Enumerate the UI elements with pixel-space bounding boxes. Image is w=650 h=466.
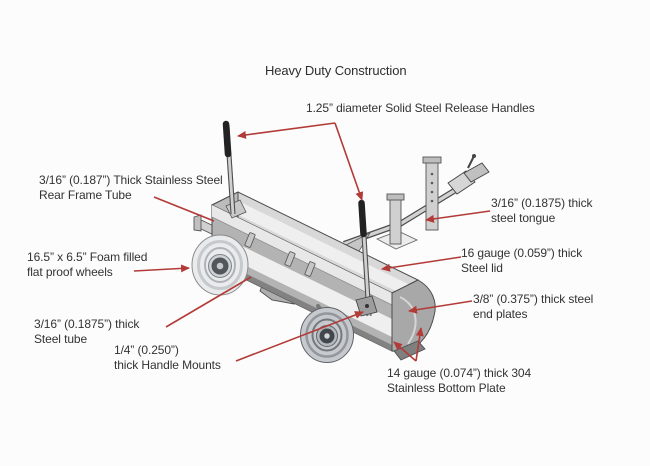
handle-grip <box>358 199 367 238</box>
leader-rear-frame-tube <box>153 196 215 222</box>
handle-grip <box>222 120 232 158</box>
hitch-socket <box>463 162 490 183</box>
hitch-lever <box>467 155 475 169</box>
hitch-lever-knob <box>472 154 476 158</box>
lid-seam <box>211 216 393 306</box>
label-bottom-plate-line2: Stainless Bottom Plate <box>387 381 506 395</box>
leader-release-handle-right <box>334 122 364 201</box>
release-handle-right <box>355 199 378 317</box>
steel-lid-edge <box>212 205 392 305</box>
jack-tube-cap <box>422 156 442 164</box>
jack-post <box>389 197 402 245</box>
label-steel-tongue: 3/16” (0.1875) thick steel tongue <box>491 196 592 226</box>
jack-hole <box>430 172 434 176</box>
leader-steel-tongue <box>425 210 491 223</box>
jack-hole <box>430 181 434 185</box>
label-bottom-plate-line1: 14 gauge (0.074”) thick 304 <box>387 366 532 380</box>
rear-hub-cap <box>323 332 331 340</box>
label-handle-mounts: 1/4” (0.250”) thick Handle Mounts <box>114 343 221 373</box>
leader-handle-mounts <box>235 311 364 362</box>
label-handle-mounts-line2: thick Handle Mounts <box>114 358 221 372</box>
body-top-highlight <box>218 198 410 291</box>
end-plate <box>391 279 436 353</box>
label-steel-tube: 3/16” (0.1875”) thick Steel tube <box>34 317 139 347</box>
jack-post-cap <box>386 193 405 201</box>
label-end-plates: 3/8” (0.375”) thick steel end plates <box>473 292 593 322</box>
annotation-lines <box>133 122 491 362</box>
leader-release-handle-left <box>237 122 336 139</box>
lid-latch <box>304 261 316 277</box>
label-foam-wheels: 16.5” x 6.5” Foam filled flat proof whee… <box>27 250 147 280</box>
leader-end-plates <box>408 300 473 314</box>
label-foam-wheels-line1: 16.5” x 6.5” Foam filled <box>27 250 148 264</box>
front-hub-cap <box>216 262 224 270</box>
label-foam-wheels-line2: flat proof wheels <box>27 265 113 279</box>
bottom-plate-corner <box>393 340 426 361</box>
label-rear-frame-line2: Rear Frame Tube <box>39 188 132 202</box>
label-release-handles: 1.25” diameter Solid Steel Release Handl… <box>306 101 535 116</box>
end-plate-highlight <box>399 296 417 345</box>
label-rear-frame-line1: 3/16” (0.187”) Thick Stainless Steel <box>39 173 223 187</box>
leader-bottom-plate-a <box>393 341 417 362</box>
leader-steel-lid <box>381 256 462 272</box>
page-title: Heavy Duty Construction <box>265 63 407 78</box>
hitch-coupler <box>447 154 490 195</box>
rear-frame-tube-end <box>193 214 202 232</box>
lid-latch <box>244 232 256 248</box>
jack-tube <box>422 156 442 231</box>
page-title-text: Heavy Duty Construction <box>265 63 407 78</box>
tire-ring <box>311 318 343 352</box>
jack-hole <box>430 190 434 194</box>
label-steel-tube-line2: Steel tube <box>34 332 88 346</box>
jack-stand <box>375 193 419 250</box>
front-wheel <box>191 234 249 296</box>
leader-steel-tube <box>165 276 252 328</box>
release-handle-left <box>222 120 236 215</box>
label-steel-tongue-line1: 3/16” (0.1875) thick <box>491 196 593 210</box>
label-release-handles-line1: 1.25” diameter Solid Steel Release Handl… <box>306 101 535 115</box>
tire-ring <box>305 312 349 358</box>
label-steel-lid: 16 gauge (0.059”) thick Steel lid <box>461 246 582 276</box>
label-steel-lid-line2: Steel lid <box>461 261 503 275</box>
label-end-plates-line1: 3/8” (0.375”) thick steel <box>473 292 594 306</box>
tire-ring <box>204 247 236 283</box>
leader-bottom-plate-b <box>415 327 424 362</box>
front-white-band <box>240 245 392 337</box>
label-handle-mounts-line1: 1/4” (0.250”) <box>114 343 179 357</box>
mount-pin <box>365 304 369 308</box>
label-steel-tongue-line2: steel tongue <box>491 211 556 225</box>
tire-ring <box>197 240 243 290</box>
jack-hole <box>430 199 434 203</box>
label-steel-lid-line1: 16 gauge (0.059”) thick <box>461 246 583 260</box>
leader-foam-wheels <box>133 264 190 273</box>
sweeper-body <box>210 191 436 361</box>
label-bottom-plate: 14 gauge (0.074”) thick 304 Stainless Bo… <box>387 366 531 396</box>
label-steel-tube-line1: 3/16” (0.1875”) thick <box>34 317 140 331</box>
label-rear-frame-tube: 3/16” (0.187”) Thick Stainless Steel Rea… <box>39 173 223 203</box>
lid-latch <box>284 251 296 267</box>
label-end-plates-line2: end plates <box>473 307 528 321</box>
